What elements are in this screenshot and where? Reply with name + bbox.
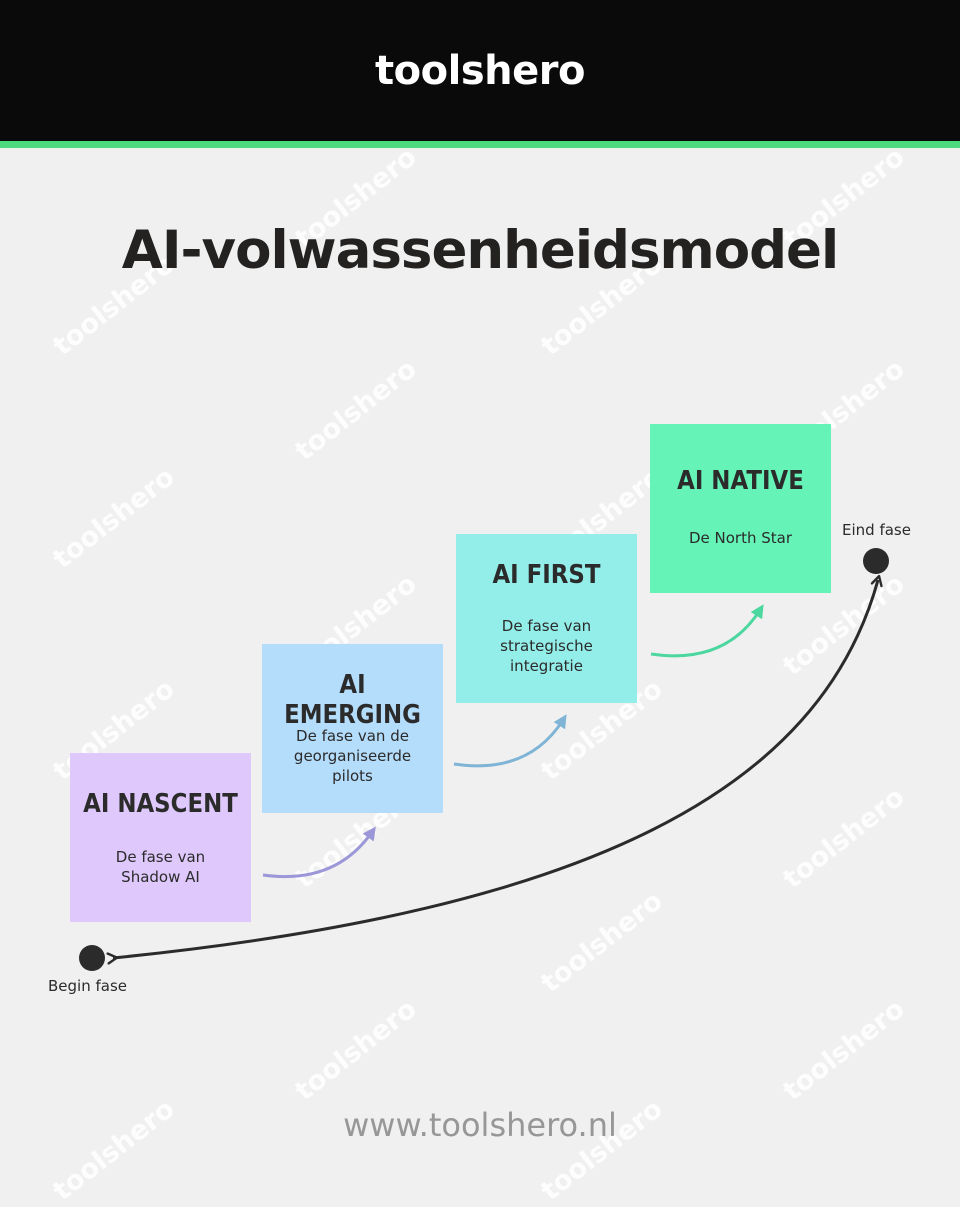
stage-description: De North Star [688,529,793,547]
arrow-first-to-native [650,604,764,658]
begin-phase-label: Begin fase [48,977,127,995]
header-accent-stripe [0,141,960,148]
stage-title: AI NATIVE [677,466,804,496]
end-dot [863,548,889,574]
brand-logo: toolshero [375,48,585,94]
end-phase-label: Eind fase [842,521,911,539]
arrow-overall-progression [113,580,878,958]
arrow-emerging-to-first [453,714,567,768]
footer-url[interactable]: www.toolshero.nl [343,1106,617,1144]
stage-box-ai-native: AI NATIVE De North Star [650,424,831,593]
begin-dot [79,945,105,971]
arrow-nascent-to-emerging [262,826,376,879]
header-bar [0,0,960,141]
page-title: AI-volwassenheidsmodel [121,220,839,281]
